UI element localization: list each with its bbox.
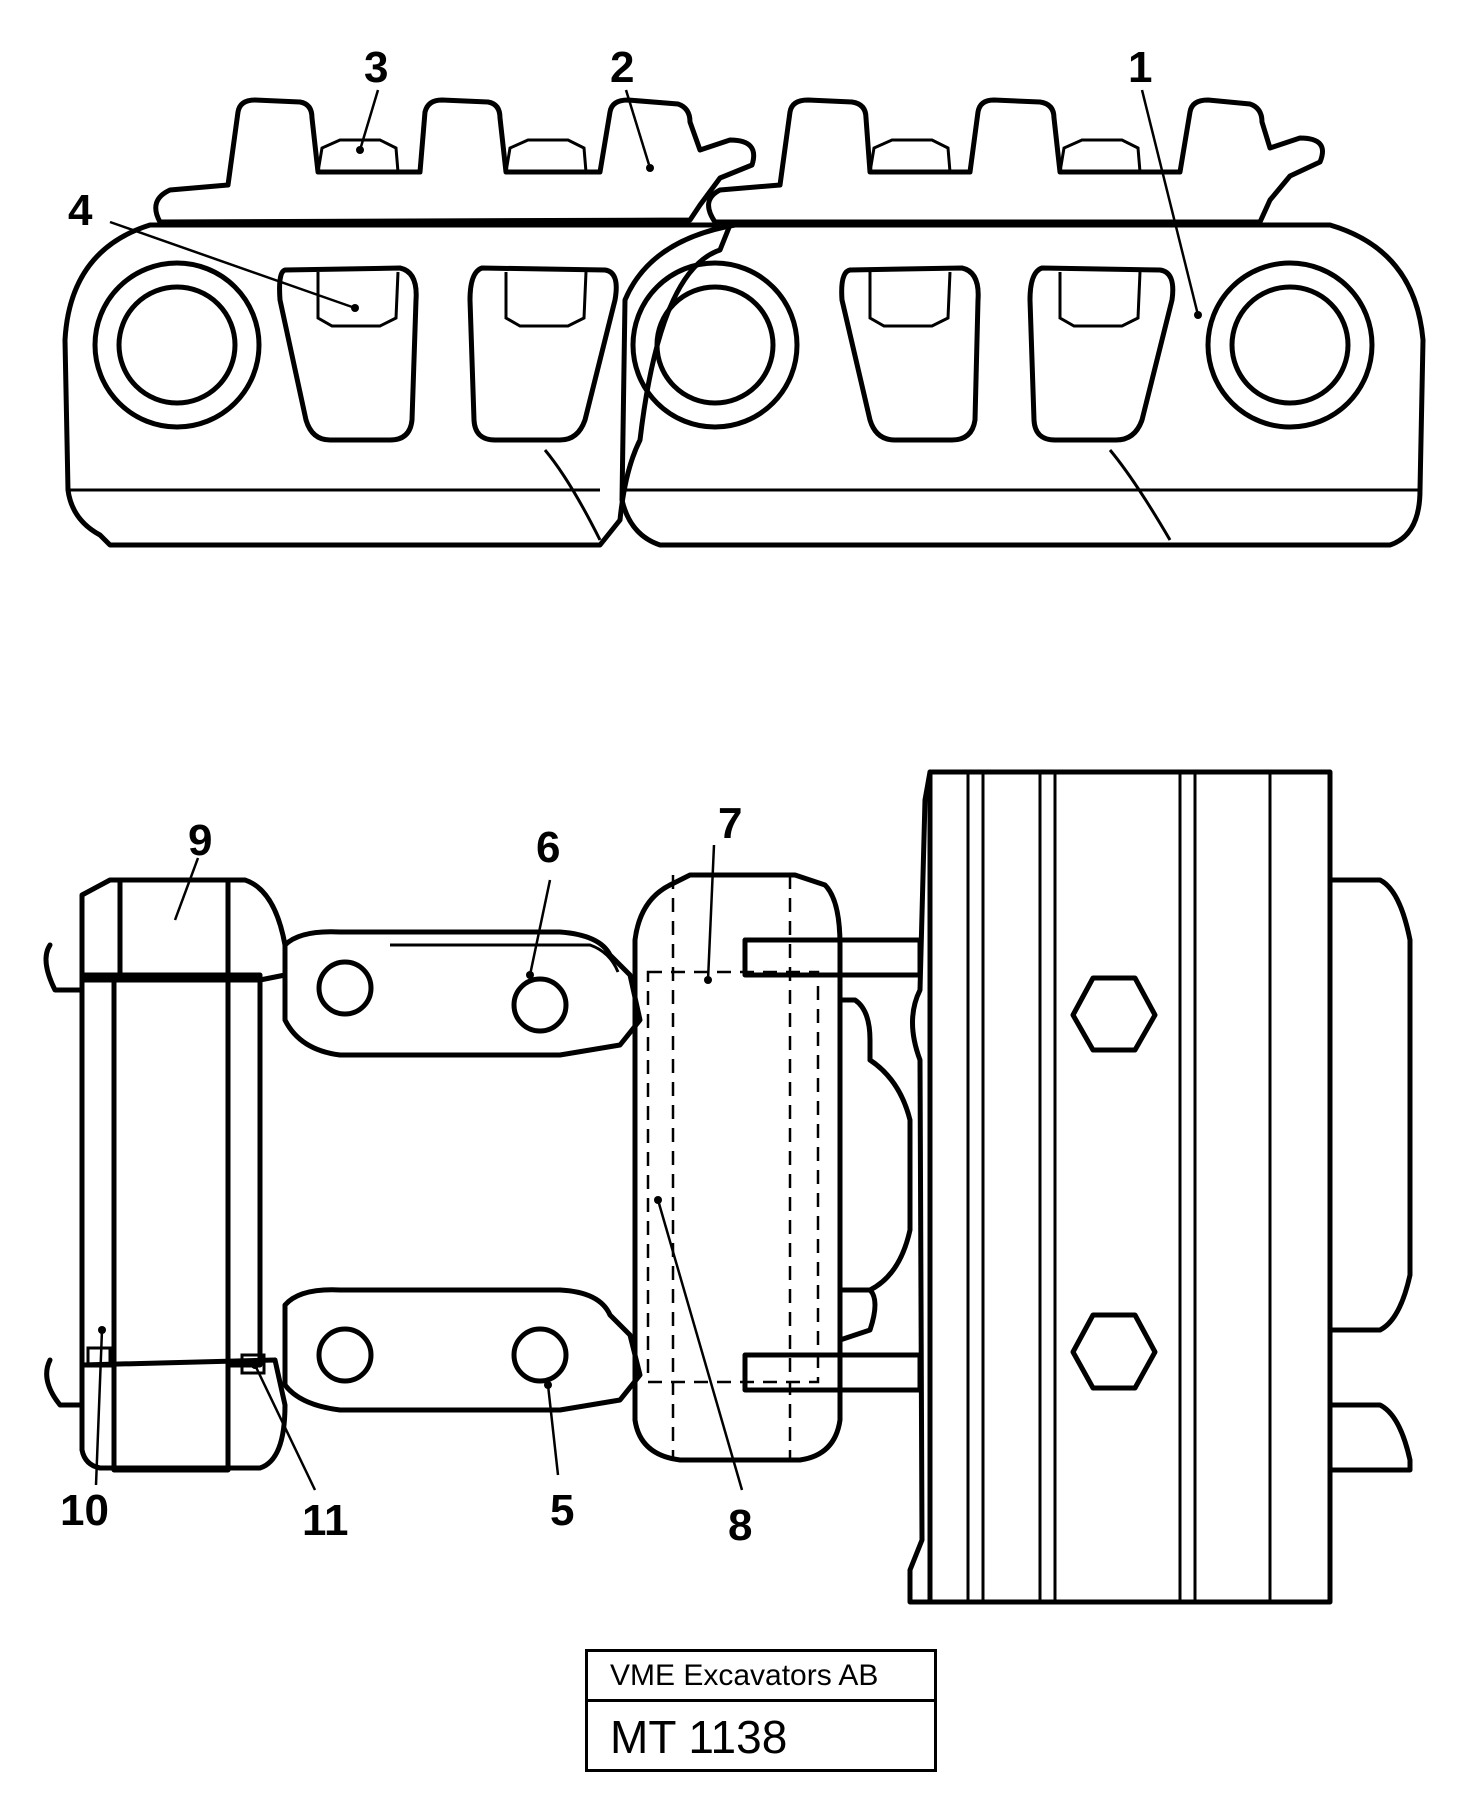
link-window — [467, 265, 619, 443]
window-nut — [504, 271, 588, 328]
leader-line-10 — [94, 1329, 104, 1486]
link-hole — [316, 959, 374, 1017]
callout-4: 4 — [68, 186, 93, 235]
hex-nut-icon — [316, 138, 400, 173]
callout-9: 9 — [188, 816, 212, 865]
callout-10: 10 — [60, 1486, 109, 1535]
link-hole — [511, 976, 569, 1034]
pin-threaded-end — [117, 877, 231, 978]
leader-line-4 — [109, 220, 356, 310]
callout-6: 6 — [536, 823, 560, 872]
bushing-section-right — [225, 972, 263, 1368]
bushing-section-left — [79, 972, 117, 1368]
link-pin-boss — [92, 260, 262, 430]
callout-7: 7 — [718, 799, 742, 848]
link-hole — [316, 1326, 374, 1384]
window-nut — [1058, 271, 1142, 328]
track-link-left — [62, 222, 733, 548]
callouts: 1 2 3 4 5 6 7 8 9 10 11 — [60, 43, 1152, 1550]
track-plan-view — [43, 769, 1413, 1605]
track-shoe-left — [153, 97, 757, 225]
link-pin — [116, 284, 238, 406]
link-pin-boss — [1205, 260, 1375, 430]
leader-line-6 — [528, 879, 552, 976]
company-name: VME Excavators AB — [588, 1652, 934, 1702]
window-nut — [868, 271, 952, 328]
shoe-bolt-nuts — [316, 138, 1142, 173]
window-nut — [316, 271, 400, 328]
track-side-view — [62, 89, 1426, 548]
track-shoe-plan — [927, 769, 1333, 1605]
shoe-bolt-head-icon — [1070, 975, 1158, 1053]
hex-nut-icon — [504, 138, 588, 173]
leader-line-5 — [546, 1384, 560, 1476]
link-window — [277, 265, 419, 443]
leader-line-9 — [173, 857, 200, 921]
leader-line-11 — [253, 1364, 317, 1491]
hex-nut-icon — [868, 138, 952, 173]
callout-3: 3 — [364, 43, 388, 92]
callout-2: 2 — [610, 43, 634, 92]
hex-nut-icon — [1058, 138, 1142, 173]
leader-line-3 — [358, 89, 380, 151]
master-pin — [111, 972, 231, 1473]
pin-boss-lower — [79, 1357, 288, 1471]
bushing-body — [632, 872, 843, 1463]
seal-ring-10 — [86, 1346, 112, 1368]
drawing-number: MT 1138 — [610, 1711, 788, 1763]
leader-line-8 — [656, 1199, 744, 1491]
callout-1: 1 — [1128, 43, 1152, 92]
link-pin — [1229, 284, 1351, 406]
shoe-bolt-head-icon — [1070, 1312, 1158, 1391]
link-window — [839, 265, 981, 443]
link-bar-upper — [282, 929, 643, 1058]
callout-5: 5 — [550, 1486, 574, 1535]
link-hole — [511, 1326, 569, 1384]
track-link-right — [619, 222, 1426, 548]
callout-11: 11 — [302, 1496, 349, 1545]
leader-line-1 — [1140, 89, 1200, 316]
leader-line-7 — [706, 844, 716, 981]
link-bar-lower — [282, 1287, 643, 1413]
title-block: VME Excavators AB MT 1138 — [585, 1649, 937, 1772]
link-window — [1027, 265, 1176, 443]
seal-ring-11 — [240, 1353, 266, 1375]
link-pin — [654, 284, 776, 406]
leader-line-2 — [624, 89, 652, 169]
callout-8: 8 — [728, 1501, 752, 1550]
hidden-pin-outline — [646, 970, 820, 1384]
link-pin-boss — [630, 260, 800, 430]
track-shoe-right — [706, 97, 1325, 225]
